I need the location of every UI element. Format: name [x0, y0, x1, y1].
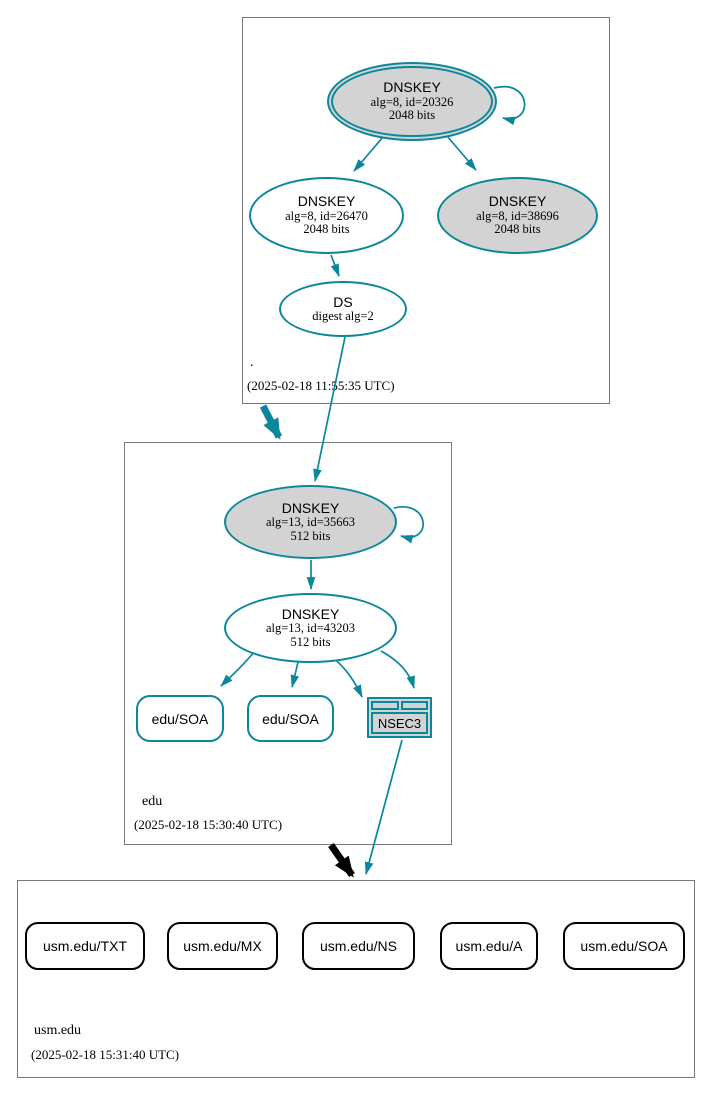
- dnskey-bits: 2048 bits: [303, 222, 350, 237]
- node-usm-edu-ns: usm.edu/NS: [302, 922, 415, 970]
- zone-box-edu: edu (2025-02-18 15:30:40 UTC): [124, 442, 452, 845]
- dnskey-title: DNSKEY: [383, 79, 441, 96]
- dnskey-title: DNSKEY: [281, 499, 340, 516]
- dnskey-detail: alg=8, id=26470: [285, 208, 368, 223]
- node-root-ksk-dnskey-20326: DNSKEY alg=8, id=20326 2048 bits: [327, 62, 497, 141]
- dnskey-bits: 512 bits: [290, 634, 331, 649]
- dnskey-detail: alg=13, id=43203: [265, 621, 356, 636]
- dnskey-bits: 2048 bits: [388, 108, 436, 123]
- zone-name-usm-edu: usm.edu: [34, 1023, 82, 1038]
- node-edu-soa-2: edu/SOA: [247, 695, 334, 742]
- edge-delegation-edu-to-usm: [328, 842, 355, 878]
- zone-timestamp-root: (2025-02-18 11:55:35 UTC): [247, 378, 395, 393]
- nsec3-cell-right: [400, 701, 428, 710]
- zone-name-edu: edu: [142, 794, 163, 809]
- nsec3-cell-left: [371, 701, 399, 710]
- node-usm-edu-txt: usm.edu/TXT: [25, 922, 145, 970]
- node-root-zsk-dnskey-26470: DNSKEY alg=8, id=26470 2048 bits: [249, 177, 404, 254]
- ds-detail: digest alg=2: [312, 308, 374, 323]
- node-edu-nsec3: NSEC3: [367, 697, 432, 738]
- dnskey-title: DNSKEY: [488, 193, 547, 210]
- edge-delegation-root-to-edu: [259, 404, 283, 440]
- node-edu-soa-1: edu/SOA: [136, 695, 224, 742]
- node-root-ds: DS digest alg=2: [279, 281, 407, 337]
- node-usm-edu-mx: usm.edu/MX: [167, 922, 278, 970]
- node-edu-zsk-dnskey-43203: DNSKEY alg=13, id=43203 512 bits: [224, 593, 397, 663]
- zone-timestamp-usm-edu: (2025-02-18 15:31:40 UTC): [31, 1047, 180, 1062]
- dnskey-detail: alg=13, id=35663: [265, 515, 356, 530]
- dnskey-detail: alg=8, id=20326: [370, 94, 454, 109]
- dnskey-title: DNSKEY: [297, 193, 356, 210]
- zone-name-root: .: [250, 355, 254, 370]
- ds-title: DS: [333, 293, 353, 310]
- nsec3-label: NSEC3: [371, 712, 428, 734]
- dnskey-detail: alg=8, id=38696: [476, 208, 559, 223]
- dnskey-title: DNSKEY: [281, 605, 340, 622]
- node-edu-ksk-dnskey-35663: DNSKEY alg=13, id=35663 512 bits: [224, 485, 397, 559]
- zone-timestamp-edu: (2025-02-18 15:30:40 UTC): [134, 817, 283, 832]
- zone-box-usm-edu: usm.edu (2025-02-18 15:31:40 UTC): [17, 880, 695, 1078]
- node-root-dnskey-38696: DNSKEY alg=8, id=38696 2048 bits: [437, 177, 598, 254]
- node-usm-edu-soa: usm.edu/SOA: [563, 922, 685, 970]
- dnskey-bits: 2048 bits: [494, 222, 541, 237]
- nsec3-header-row: [371, 701, 428, 710]
- dnskey-bits: 512 bits: [290, 528, 331, 543]
- node-usm-edu-a: usm.edu/A: [440, 922, 538, 970]
